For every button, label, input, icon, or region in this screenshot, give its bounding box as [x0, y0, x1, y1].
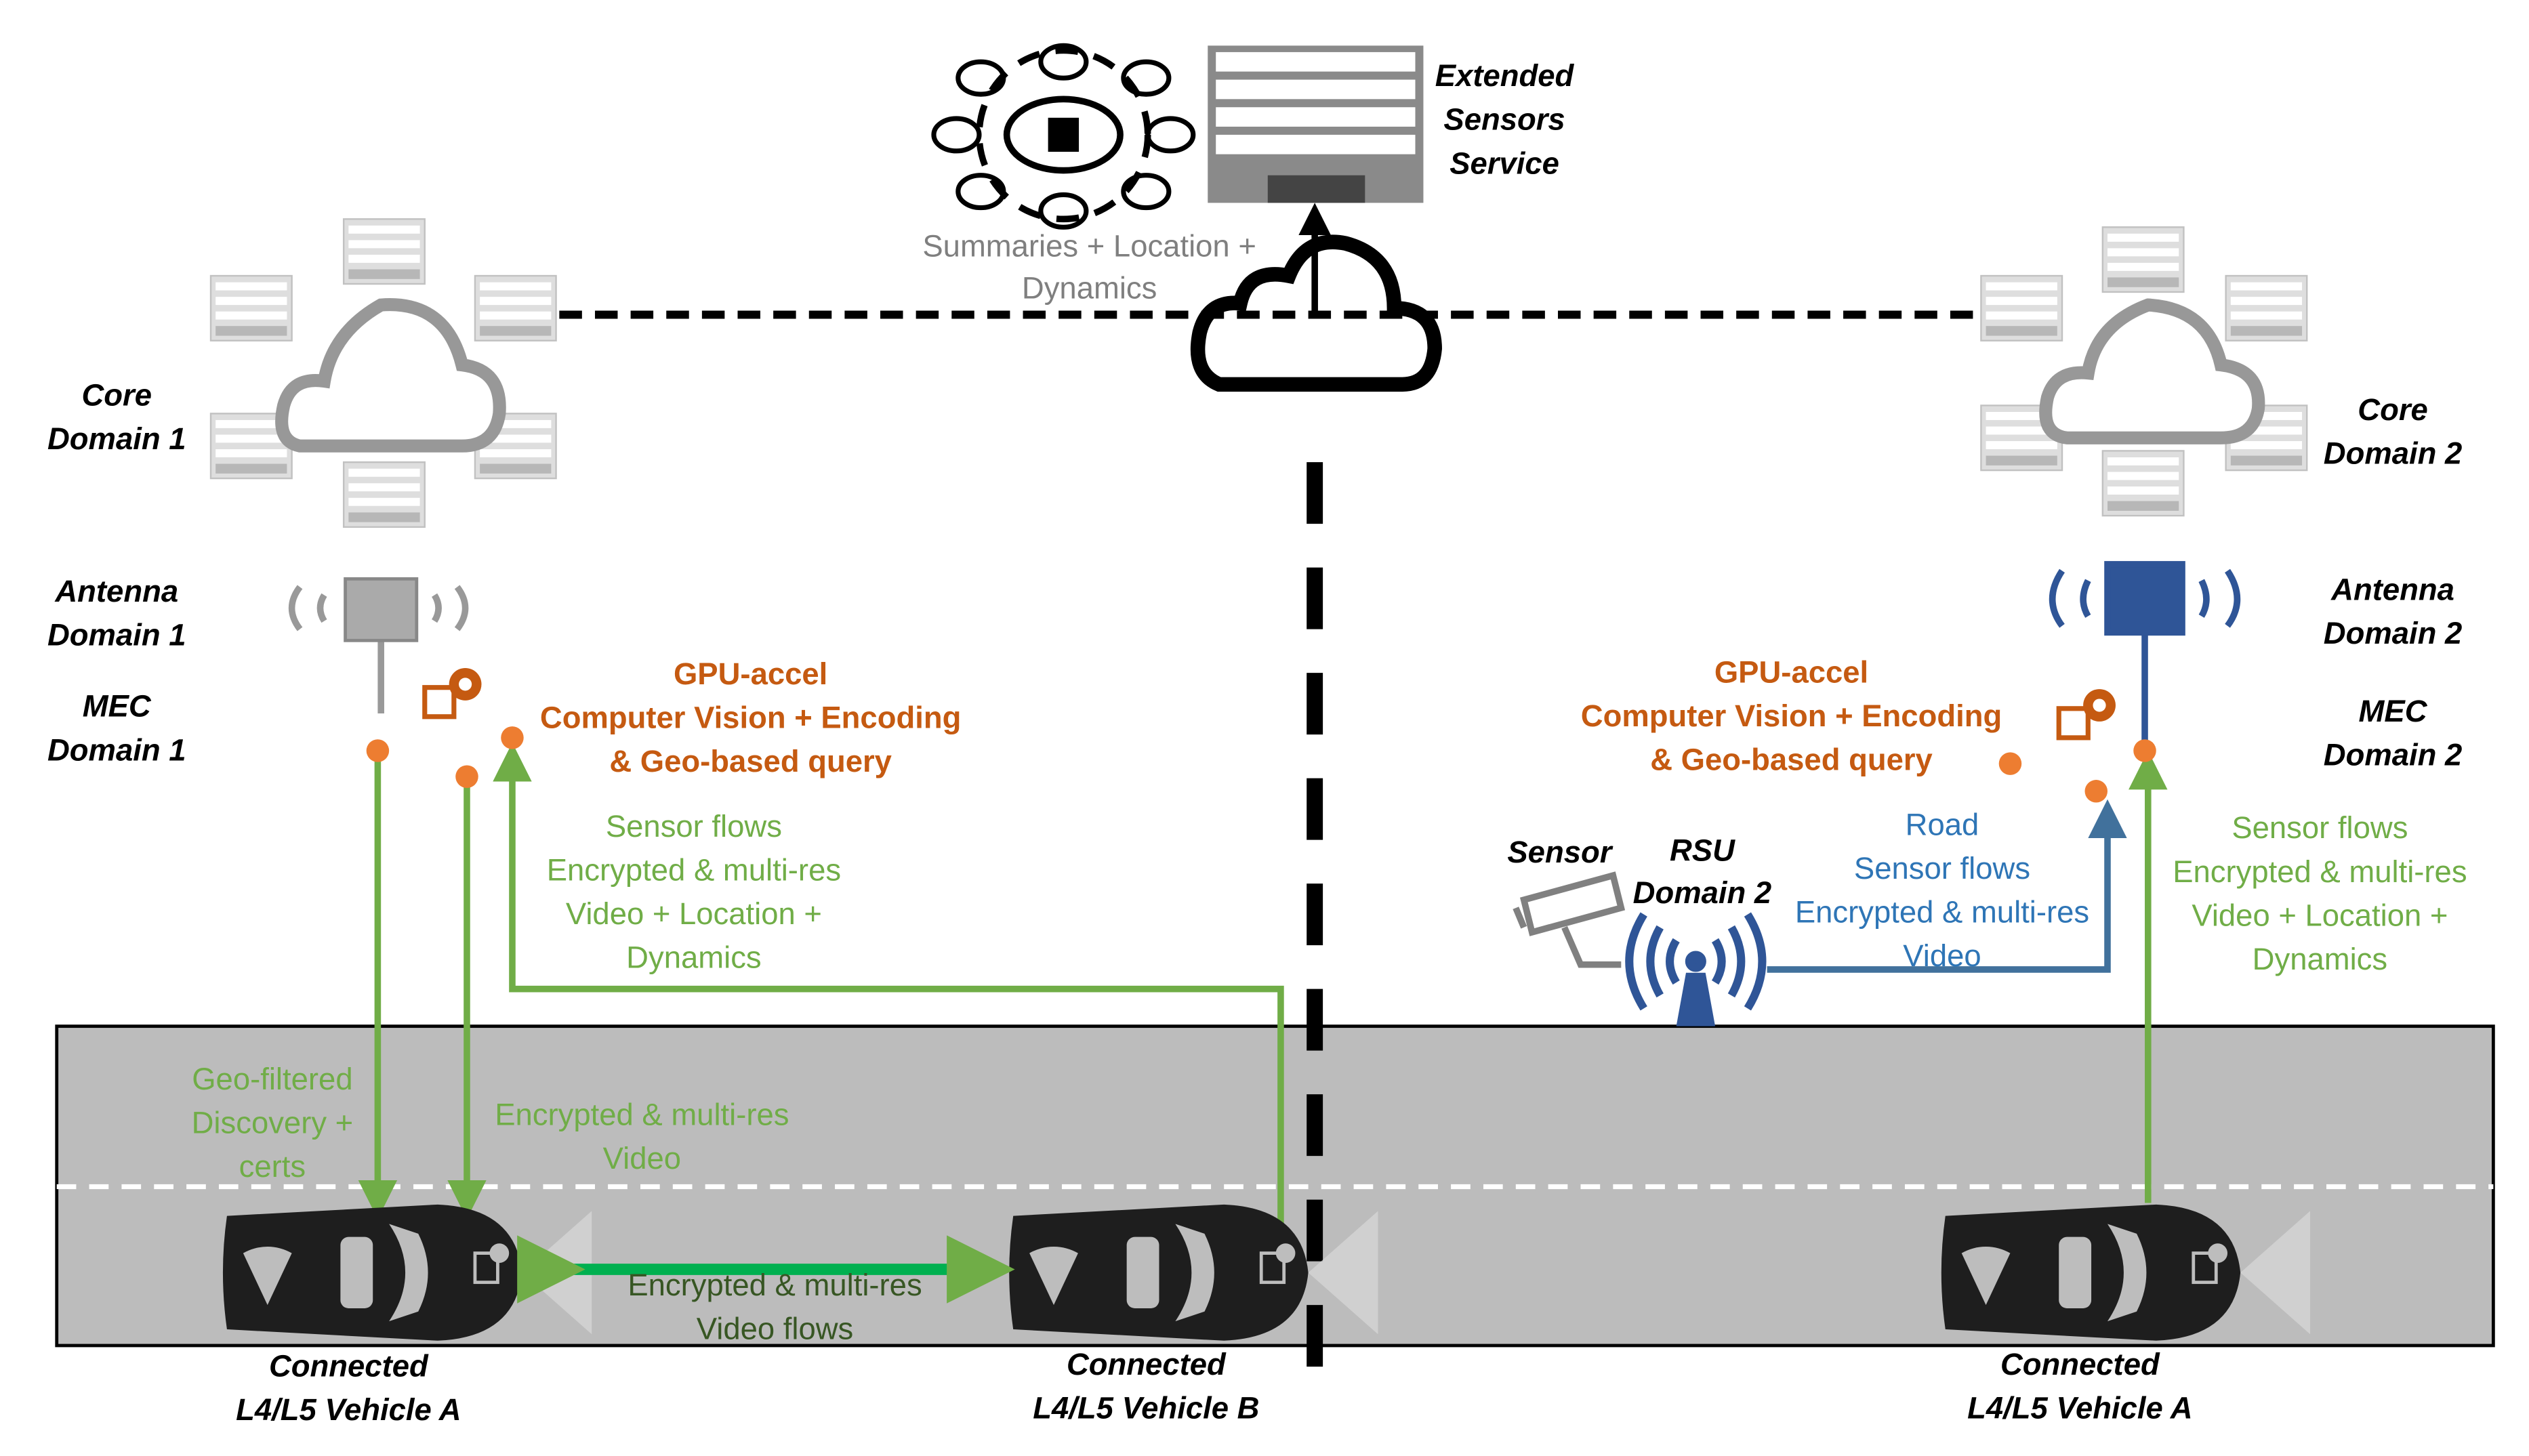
cloud-icon [1190, 234, 1442, 392]
camera-sensor-icon [1513, 871, 1626, 968]
rsu-icon [1625, 912, 1767, 1026]
antenna-2-icon [2049, 561, 2241, 746]
mec-endpoints [366, 726, 2156, 803]
mec-1-gpu-icon [425, 668, 482, 717]
core-domain-2-icon [1980, 226, 2308, 517]
sensor-label: Sensor [1507, 835, 1613, 869]
summaries-label: Summaries + Location +Dynamics [922, 228, 1256, 305]
rsu-flow-line [1767, 799, 2127, 973]
mec-2-gpu-icon [2059, 689, 2116, 738]
core-domain-1-icon [209, 218, 557, 528]
sensor-network-icon [931, 43, 1196, 230]
antenna-1-icon [288, 577, 469, 713]
flow-lines-domain-1 [358, 743, 1284, 1232]
server-rack-icon [1208, 45, 1424, 203]
